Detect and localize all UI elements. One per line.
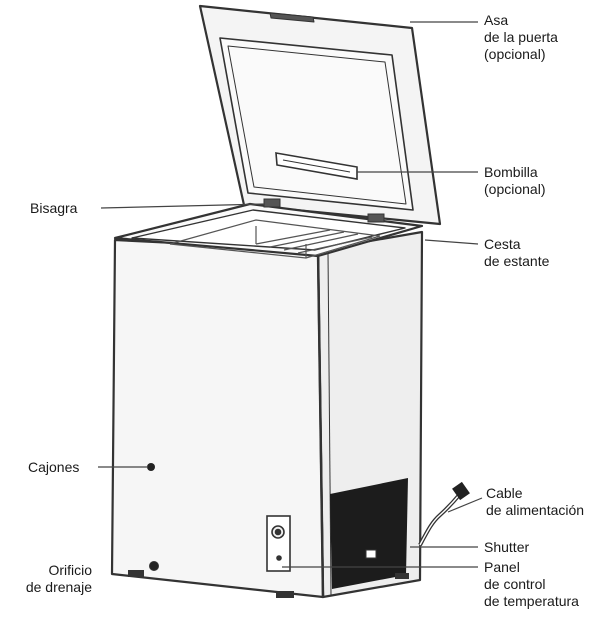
label-control-panel: Panel de control de temperatura — [484, 559, 579, 610]
label-door-handle: Asa de la puerta (opcional) — [484, 12, 558, 63]
label-drawers: Cajones — [28, 459, 79, 476]
drain-hole — [150, 562, 159, 571]
lid — [200, 6, 440, 224]
compressor-grille — [330, 478, 408, 589]
label-shelf-basket: Cesta de estante — [484, 236, 549, 270]
label-drain-hole: Orificio de drenaje — [10, 562, 92, 596]
label-shutter: Shutter — [484, 539, 529, 556]
label-power-cable: Cable de alimentación — [486, 485, 584, 519]
power-cable — [420, 482, 470, 545]
label-bulb: Bombilla (opcional) — [484, 164, 545, 198]
label-hinge: Bisagra — [30, 200, 77, 217]
control-panel — [267, 516, 290, 571]
drawers-marker — [147, 463, 155, 471]
